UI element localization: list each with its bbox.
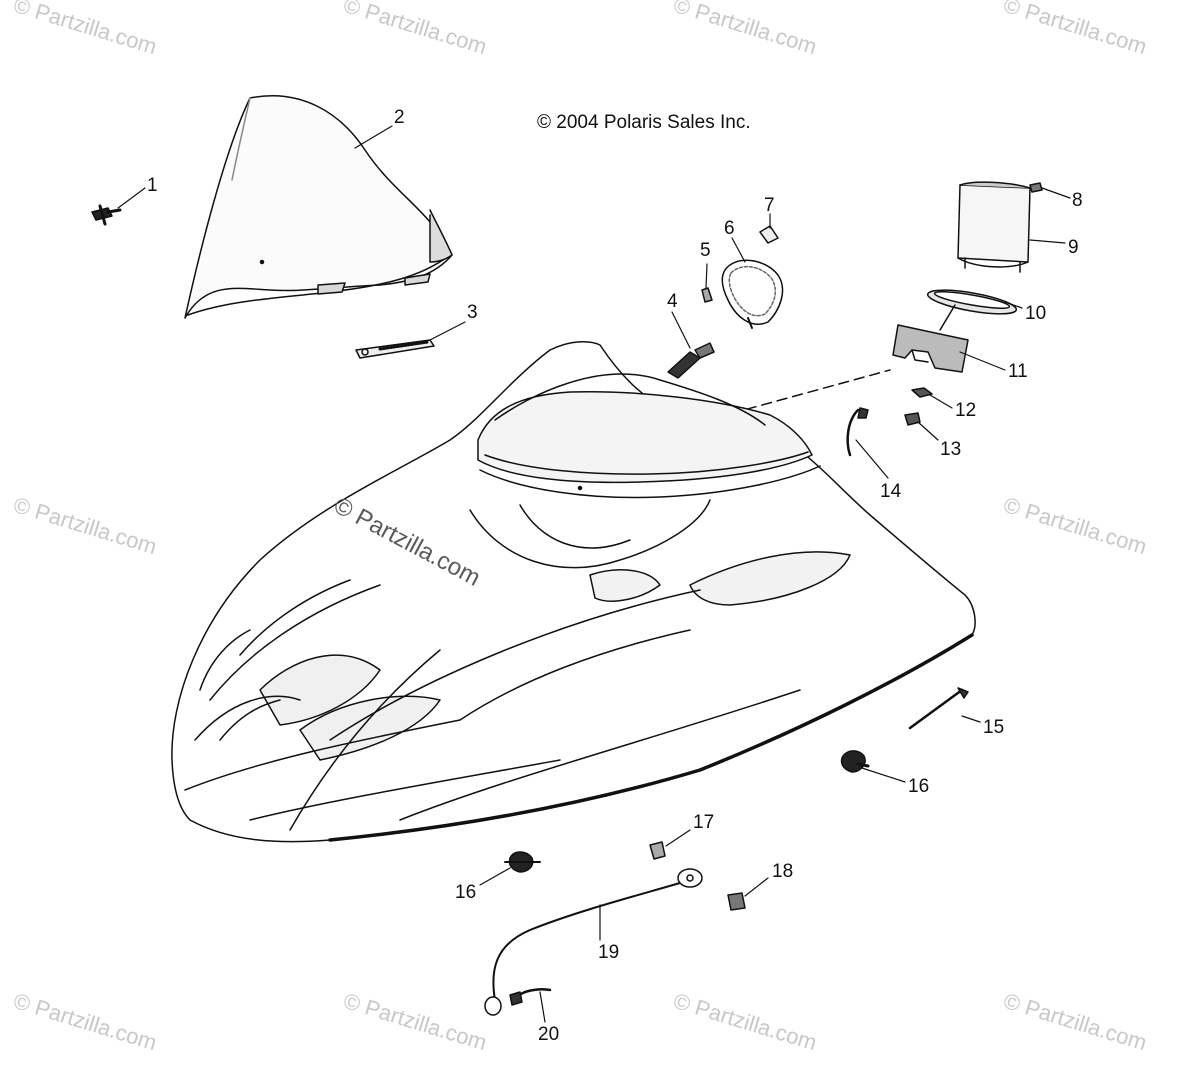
callout-label: 14 [880, 481, 902, 502]
callout-label: 8 [1072, 190, 1083, 211]
callout-label: 20 [538, 1024, 560, 1045]
callout-label: 7 [764, 195, 775, 216]
callout-label: 4 [667, 291, 678, 312]
callout-label: 17 [693, 812, 715, 833]
callout-label: 18 [772, 861, 794, 882]
callout-label: 6 [724, 218, 735, 239]
callout-label: 12 [955, 400, 977, 421]
callout-label: 16 [455, 882, 477, 903]
fastener-part [1029, 182, 1043, 193]
callout-label: 3 [467, 302, 478, 323]
ring-part [721, 259, 784, 329]
bolt-part [649, 841, 666, 860]
callout-label: 1 [147, 175, 158, 196]
callout-label: 10 [1025, 303, 1047, 324]
strap-part [355, 339, 435, 359]
rivet-part [509, 988, 552, 1006]
screw-part [904, 412, 921, 426]
callout-label: 19 [598, 942, 620, 963]
switch-part [667, 342, 715, 379]
gauge-housing-part [957, 181, 1031, 273]
windshield-part [184, 94, 453, 319]
callout-label: 13 [940, 439, 962, 460]
bolt-part [759, 225, 779, 244]
cable-tie-part [846, 407, 869, 457]
callout-label: 11 [1008, 361, 1028, 382]
bracket-part [892, 324, 969, 373]
callout-label: 16 [908, 776, 930, 797]
copyright-notice: © 2004 Polaris Sales Inc. [537, 112, 751, 133]
callout-label: 2 [394, 107, 405, 128]
nut-part [727, 892, 746, 911]
rod-part [908, 687, 969, 730]
tether-cable-part [484, 868, 703, 1016]
pin-part [701, 287, 713, 303]
grommet-part [840, 750, 870, 773]
lens-part [926, 289, 1018, 315]
callout-label: 5 [700, 240, 711, 261]
grommet-part [504, 851, 541, 873]
hood-part [171, 340, 976, 843]
callout-label: 15 [983, 717, 1005, 738]
screw-part [91, 204, 122, 226]
callout-label: 9 [1068, 237, 1079, 258]
screw-part [911, 387, 933, 398]
